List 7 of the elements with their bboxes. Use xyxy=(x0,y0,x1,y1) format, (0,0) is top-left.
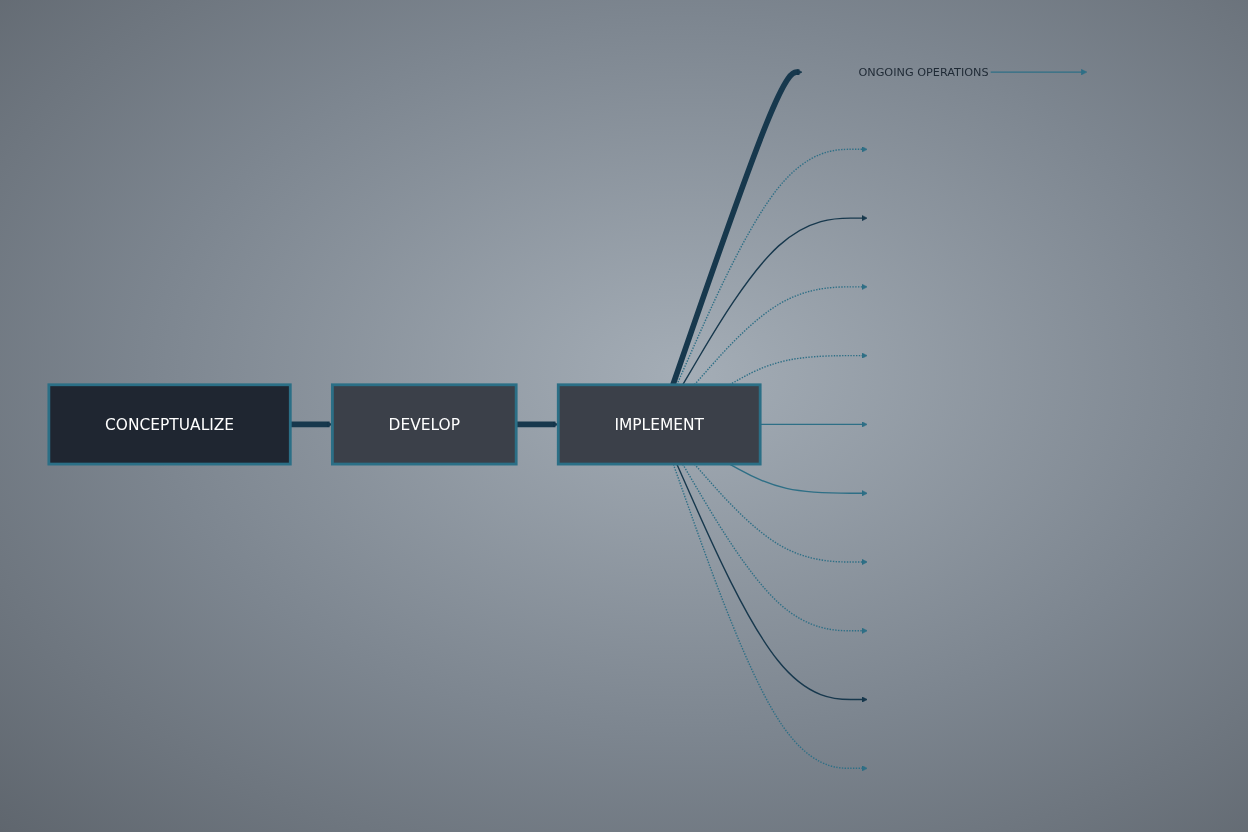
arrow xyxy=(990,69,1088,76)
node-label: ONGOING OPERATIONS xyxy=(858,65,989,79)
process-box: DEVELOP xyxy=(331,383,518,466)
process-box: CONCEPTUALIZE xyxy=(47,383,292,466)
arrow xyxy=(290,421,333,428)
arrow xyxy=(516,421,559,428)
process-box: IMPLEMENT xyxy=(556,383,762,466)
